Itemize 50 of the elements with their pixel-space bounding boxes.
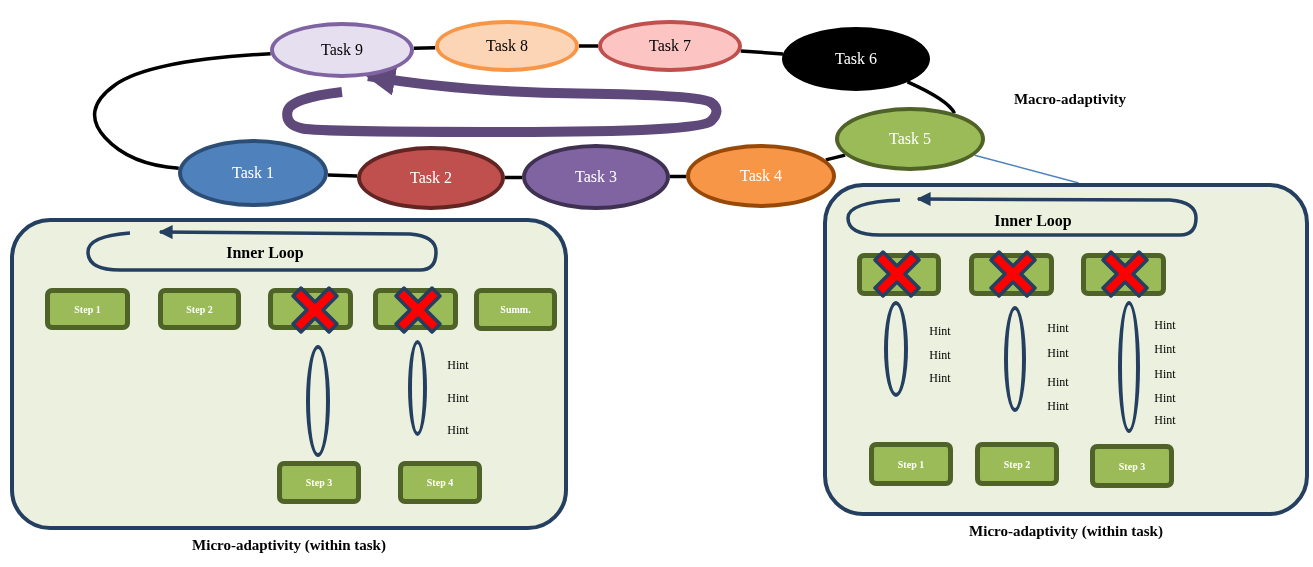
hint-label: Hint bbox=[1154, 412, 1176, 428]
panel-caption: Micro-adaptivity (within task) bbox=[192, 536, 386, 554]
step-box: Step 1 bbox=[45, 288, 130, 330]
connector-line bbox=[906, 80, 956, 115]
connector-line bbox=[327, 173, 358, 178]
hint-loop-ellipse bbox=[408, 340, 427, 436]
hint-label: Hint bbox=[1047, 320, 1069, 336]
connector-line bbox=[92, 51, 271, 170]
hint-label: Hint bbox=[1154, 341, 1176, 357]
hint-loop-ellipse bbox=[306, 345, 330, 457]
connector-line bbox=[973, 154, 1080, 184]
hint-loop-ellipse bbox=[884, 301, 908, 397]
step-box: Step 2 bbox=[975, 442, 1059, 486]
connector-line bbox=[413, 46, 436, 50]
hint-label: Hint bbox=[447, 422, 469, 438]
step-box: Step 3 bbox=[1090, 444, 1174, 488]
step-box: Step 1 bbox=[869, 442, 953, 486]
hint-loop-ellipse bbox=[1004, 306, 1026, 412]
loop-label: Inner Loop bbox=[226, 244, 304, 262]
hint-label: Hint bbox=[1154, 317, 1176, 333]
step-box: Step 4 bbox=[398, 461, 482, 504]
step-box: Step 3 bbox=[277, 461, 361, 504]
hint-label: Hint bbox=[929, 347, 951, 363]
loop-label: Inner Loop bbox=[994, 212, 1072, 230]
section-heading: Macro-adaptivity bbox=[1013, 90, 1127, 108]
panel-caption: Micro-adaptivity (within task) bbox=[969, 522, 1163, 540]
hint-label: Hint bbox=[1047, 374, 1069, 390]
hint-label: Hint bbox=[1154, 366, 1176, 382]
task-ellipse: Task 1 bbox=[178, 139, 328, 207]
hint-label: Hint bbox=[929, 323, 951, 339]
task-ellipse: Task 7 bbox=[598, 20, 742, 72]
task-ellipse: Task 4 bbox=[686, 144, 836, 208]
task-ellipse: Task 3 bbox=[522, 144, 670, 210]
step-box: Step 2 bbox=[158, 288, 241, 330]
connector-line bbox=[579, 44, 598, 48]
hint-label: Hint bbox=[929, 370, 951, 386]
hint-label: Hint bbox=[447, 390, 469, 406]
hint-loop-ellipse bbox=[1118, 301, 1140, 433]
step-box: Summ. bbox=[474, 288, 557, 331]
connector-line bbox=[740, 49, 784, 56]
connector-line bbox=[825, 153, 846, 162]
task-ellipse: Task 8 bbox=[435, 20, 579, 72]
task-ellipse: Task 5 bbox=[835, 107, 985, 171]
task-ellipse: Task 2 bbox=[357, 146, 505, 210]
task-ellipse: Task 6 bbox=[782, 27, 930, 91]
task-ellipse: Task 9 bbox=[270, 22, 414, 78]
hint-label: Hint bbox=[1047, 345, 1069, 361]
hint-label: Hint bbox=[1154, 390, 1176, 406]
hint-label: Hint bbox=[447, 357, 469, 373]
hint-label: Hint bbox=[1047, 398, 1069, 414]
